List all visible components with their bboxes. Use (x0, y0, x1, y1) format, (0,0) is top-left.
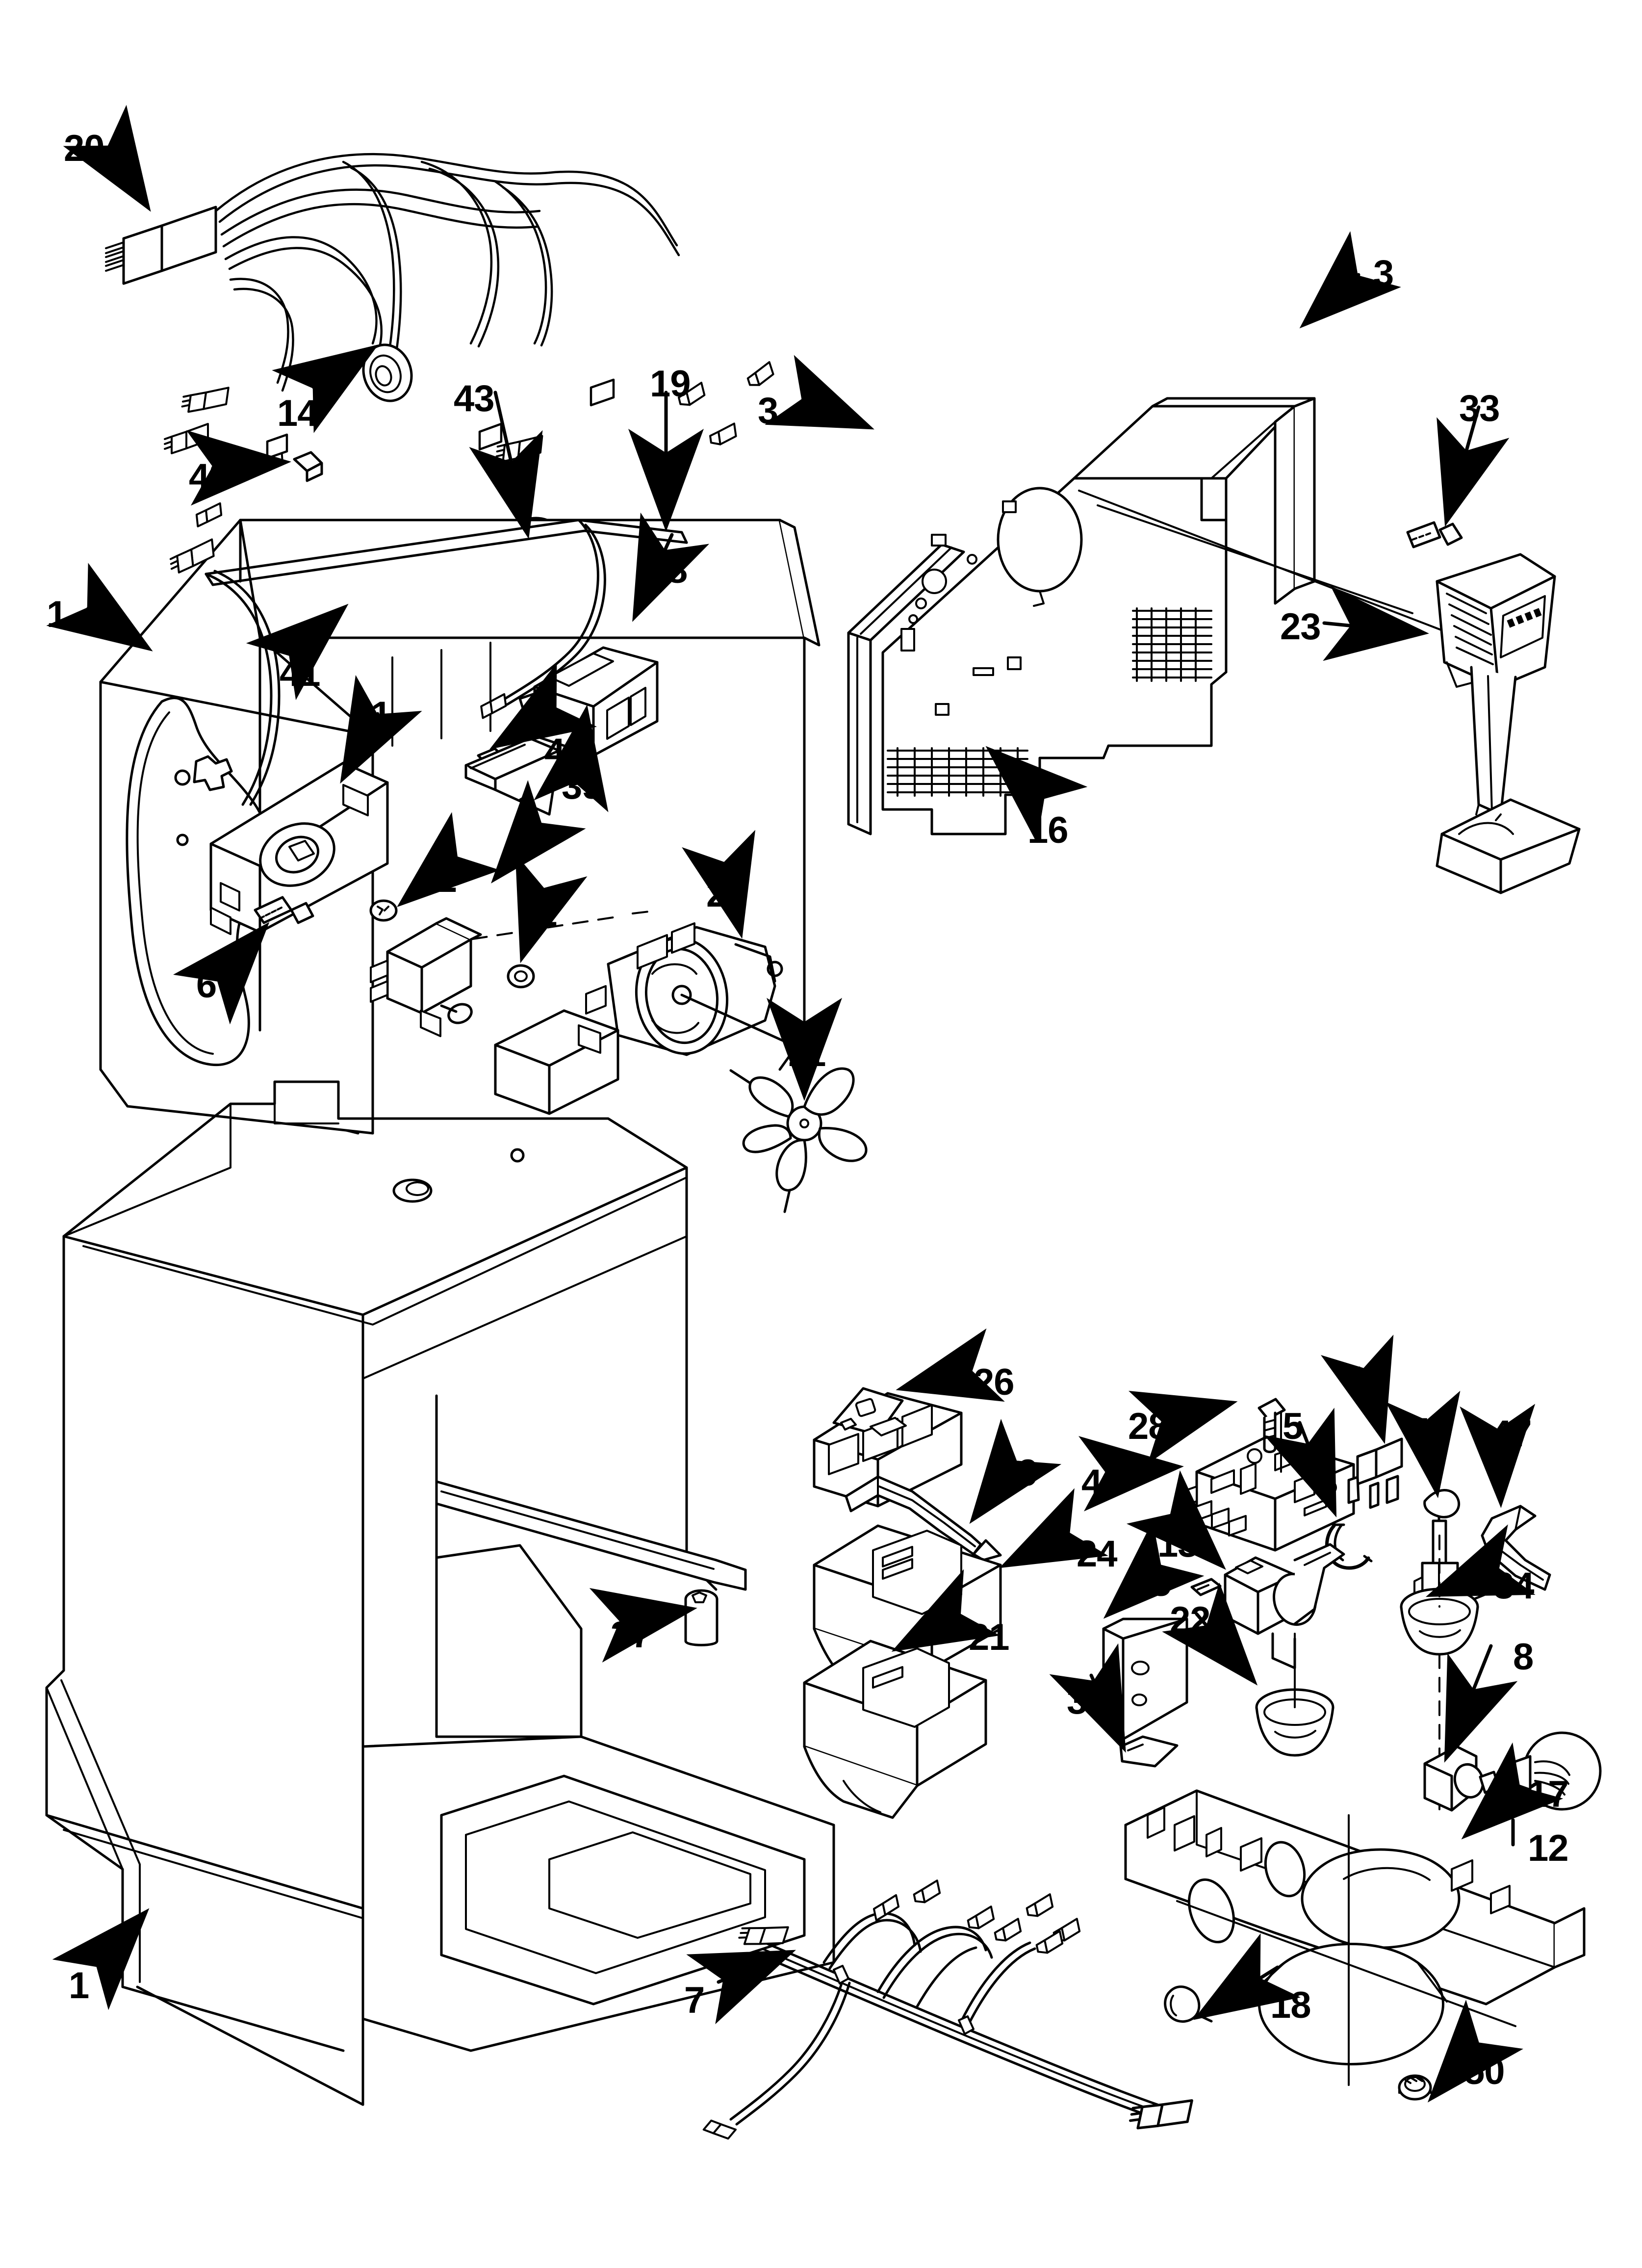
callout-34: 34 (1493, 1565, 1535, 1607)
wire-harness-top (105, 153, 775, 559)
callout-8-bottom: 8 (1513, 1636, 1534, 1678)
callout-2-a: 2 (436, 859, 457, 900)
screw-2-a (369, 899, 398, 922)
callout-10: 10 (515, 817, 556, 859)
callout-22: 22 (1170, 1599, 1211, 1641)
harness-grommet (362, 343, 413, 402)
lower-wire-harness-7 (704, 1880, 1192, 2145)
drain-plug-37 (684, 1589, 718, 1646)
callout-23: 23 (1280, 606, 1321, 648)
lower-cabinet (45, 1080, 835, 2106)
callout-37: 37 (611, 1614, 652, 1656)
air-duct-tube-9 (845, 1475, 1002, 1562)
screw-6 (254, 896, 314, 924)
callout-33: 33 (1459, 388, 1500, 429)
callout-4: 4 (1081, 1462, 1102, 1504)
screw-2-b (507, 964, 535, 989)
callout-17: 17 (1528, 1773, 1569, 1815)
callout-12: 12 (1528, 1827, 1569, 1869)
callout-16: 16 (1027, 809, 1069, 851)
foam-seal-36 (1119, 1735, 1179, 1768)
damper-door-13 (1190, 1543, 1345, 1669)
callout-18: 18 (1270, 1984, 1311, 2026)
callout-46: 46 (1410, 1410, 1451, 1452)
callout-45: 45 (1130, 1563, 1172, 1604)
fan-housing-12 (1124, 1789, 1586, 2086)
callout-3-left: 3 (758, 390, 778, 432)
callout-42: 42 (544, 731, 586, 773)
control-housing-31 (209, 761, 389, 935)
callout-26: 26 (974, 1361, 1015, 1403)
thermistor-18 (1164, 1985, 1213, 2023)
callout-47: 47 (1491, 1413, 1532, 1455)
callout-13: 13 (1157, 1523, 1199, 1565)
thermostat-10 (370, 917, 482, 1037)
callout-14: 14 (277, 392, 318, 434)
fan-blade-11 (729, 1067, 868, 1213)
callout-21: 21 (969, 1616, 1010, 1658)
callout-20: 20 (64, 128, 105, 169)
callout-11: 11 (787, 1033, 826, 1074)
callout-3-right: 3 (1373, 253, 1394, 294)
callout-48: 48 (189, 456, 230, 498)
lower-air-duct-21 (803, 1640, 987, 1819)
callout-6: 6 (196, 964, 217, 1006)
callout-29: 29 (706, 873, 747, 915)
callout-8-top: 8 (667, 549, 688, 591)
callout-2-b: 2 (537, 893, 558, 935)
callout-1-bottom: 1 (69, 1965, 89, 2007)
callout-39: 39 (562, 765, 603, 807)
callout-36: 36 (1067, 1680, 1108, 1722)
rubber-foot-50 (1398, 2074, 1432, 2101)
callout-9: 9 (1018, 1452, 1038, 1494)
rear-liner-panel-16 (847, 397, 1462, 835)
callout-28: 28 (1128, 1406, 1169, 1447)
callout-43: 43 (454, 378, 495, 419)
callout-24: 24 (1077, 1533, 1118, 1575)
screw-33 (1406, 521, 1463, 548)
grommet-22 (1255, 1633, 1334, 1757)
connector-clip-19-bottom (1347, 1437, 1403, 1509)
callout-31: 31 (351, 694, 392, 736)
lamp-socket-8-bottom (1423, 1745, 1500, 1812)
callout-50: 50 (1464, 2051, 1505, 2092)
callout-7: 7 (684, 1980, 705, 2021)
callout-19-bottom: 19 (1346, 1359, 1387, 1401)
callout-41: 41 (280, 652, 321, 694)
callout-19-top: 19 (650, 363, 691, 405)
vent-grille-26 (813, 1387, 963, 1508)
clip-48 (293, 451, 323, 482)
air-tower-23 (1436, 553, 1581, 894)
callout-5: 5 (1283, 1406, 1303, 1447)
callout-1-top: 1 (47, 594, 67, 635)
